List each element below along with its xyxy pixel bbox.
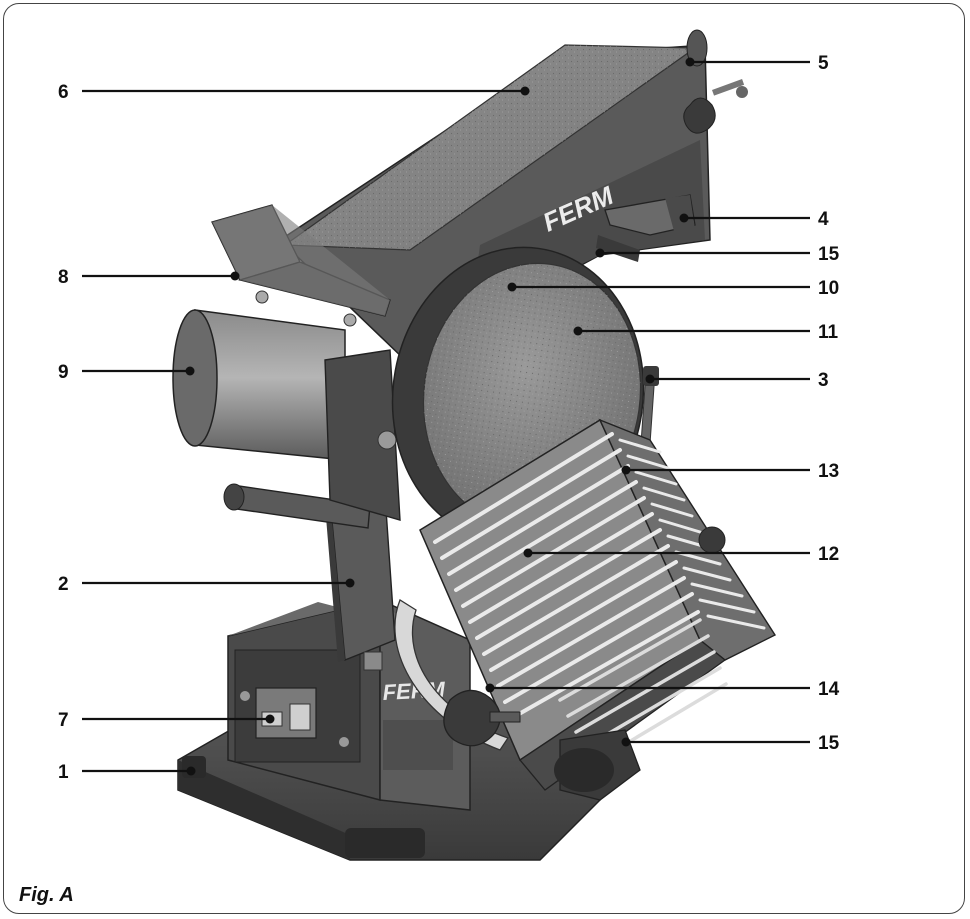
- rubber-foot: [182, 756, 206, 778]
- sanding-belt: [283, 29, 708, 251]
- rating-label: [383, 720, 453, 770]
- bolt: [363, 651, 383, 671]
- upright-post: [325, 494, 396, 671]
- callout-12: 12: [818, 544, 839, 565]
- callout-10: 10: [818, 278, 839, 299]
- dust-outlet: [554, 729, 641, 801]
- figure-caption: Fig. A: [19, 884, 74, 906]
- callout-6: 6: [58, 82, 69, 103]
- callout-3: 3: [818, 370, 829, 391]
- table-lock-knob[interactable]: [443, 689, 521, 747]
- callout-11: 11: [818, 322, 839, 343]
- callout-labels: 1 2 3 4 5 6 7 8 9 10 11 12 13 14 15 15: [58, 53, 840, 783]
- belt-table[interactable]: [211, 204, 391, 327]
- callout-7: 7: [58, 710, 69, 731]
- callout-15-lower: 15: [818, 733, 840, 754]
- callout-5: 5: [818, 53, 829, 74]
- leader-lines: [82, 60, 810, 773]
- callout-9: 9: [58, 362, 69, 383]
- lower-table-ribs: [558, 618, 728, 766]
- callout-14: 14: [818, 679, 840, 700]
- tracking-knob[interactable]: [683, 79, 748, 134]
- callout-2: 2: [58, 574, 69, 595]
- callout-8: 8: [58, 267, 69, 288]
- power-switch[interactable]: [255, 687, 317, 739]
- callout-4: 4: [818, 209, 829, 230]
- table-side-ribs: [618, 438, 766, 630]
- leader-dots: [185, 57, 695, 776]
- callout-1: 1: [58, 762, 69, 783]
- belt-lock-bracket: [596, 235, 640, 262]
- rubber-foot: [345, 828, 425, 858]
- tool-rest-shaft: [223, 483, 371, 529]
- callout-15-upper: 15: [818, 244, 840, 265]
- motor-housing: [172, 309, 401, 521]
- tension-lever[interactable]: [604, 194, 696, 236]
- callout-13: 13: [818, 461, 839, 482]
- disc-table[interactable]: [419, 418, 777, 791]
- table-lock-knob-side[interactable]: [698, 526, 726, 554]
